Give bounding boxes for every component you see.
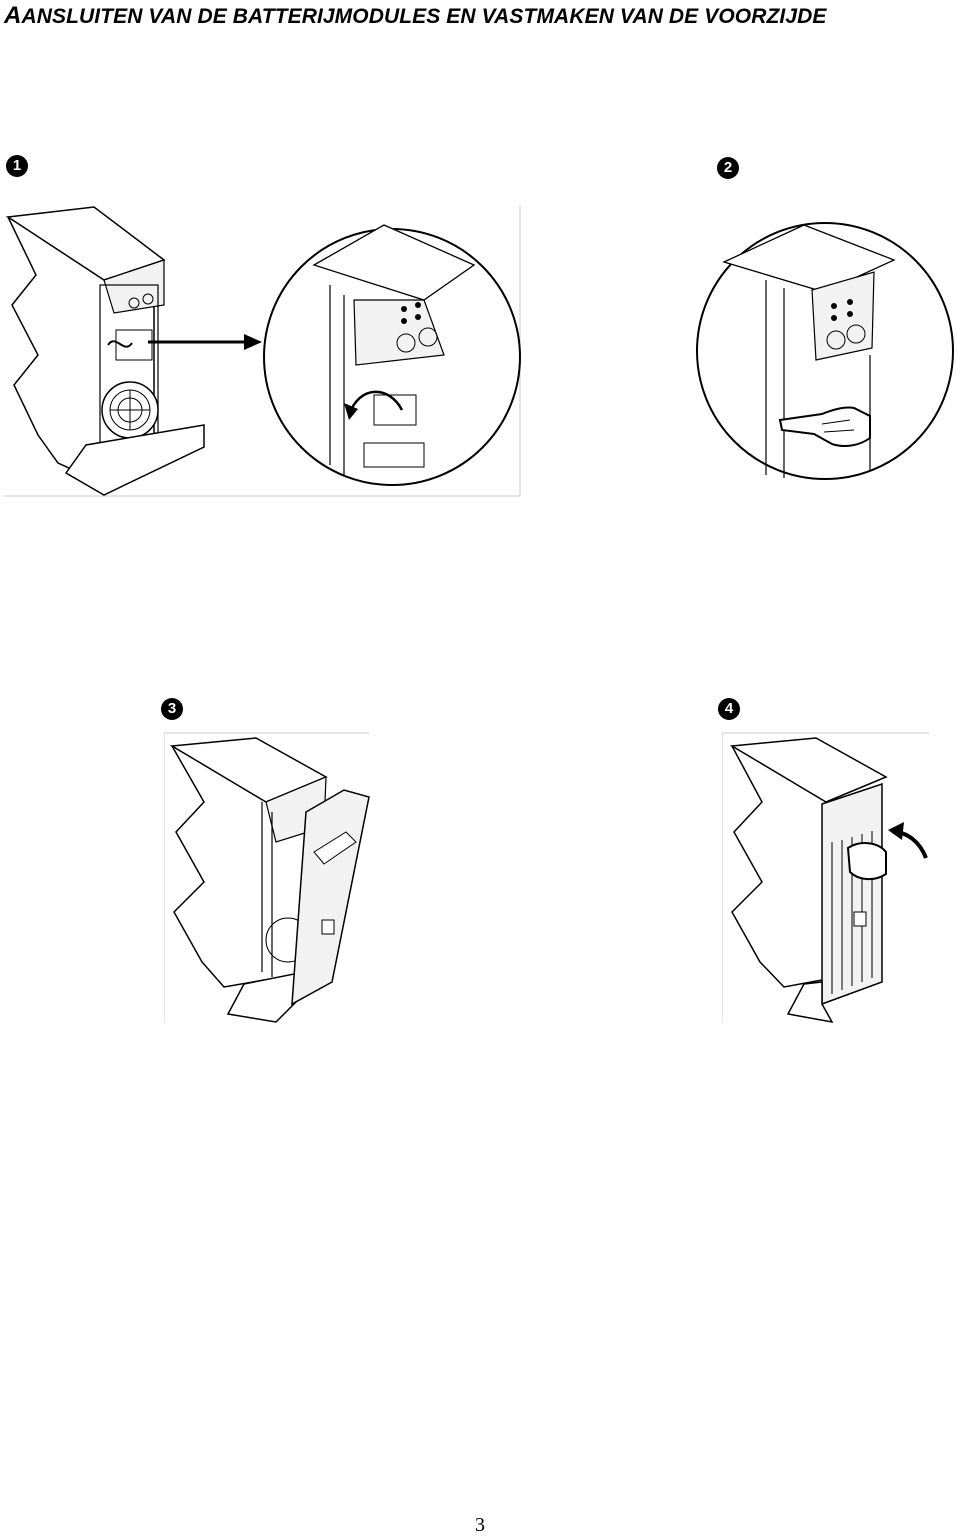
right-arrow-icon: [244, 334, 262, 350]
page-title: AANSLUITEN VAN DE BATTERIJMODULES EN VAS…: [4, 2, 826, 30]
pointing-hand-icon: [778, 406, 871, 447]
step-marker-2: 2: [717, 157, 739, 179]
pointing-hand-icon: [846, 842, 887, 880]
figure-3-attach-bezel: [164, 732, 370, 1023]
step-marker-1: 1: [6, 155, 28, 177]
figure-1-connect-battery: [4, 205, 521, 497]
step-marker-3: 3: [161, 698, 183, 720]
figure-4-close-bezel: [722, 732, 929, 1024]
page-number: 3: [475, 1514, 485, 1536]
page-title-rest: ANSLUITEN VAN DE BATTERIJMODULES EN VAST…: [21, 5, 827, 28]
figure-2-press-panel: [696, 222, 954, 480]
page-title-initial: A: [4, 2, 22, 29]
step-marker-4: 4: [718, 698, 740, 720]
